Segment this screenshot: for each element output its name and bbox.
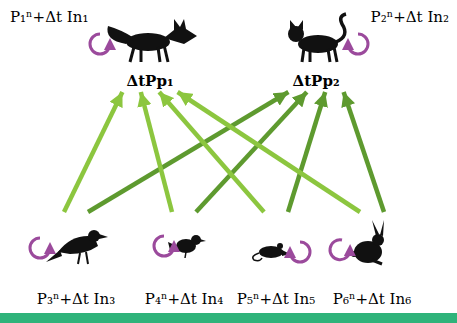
species-node: P₅ⁿ+Δt In₅ xyxy=(230,212,322,310)
predation-term: ΔtPp₂ xyxy=(293,72,340,90)
species-node: ΔtPp₂ xyxy=(270,6,362,92)
population-update: P₁ⁿ+Δt In₁ xyxy=(10,8,88,26)
fox-silhouette xyxy=(107,19,197,62)
population-update: P₆ⁿ+Δt In₆ xyxy=(333,290,411,308)
species-node: P₃ⁿ+Δt In₃ xyxy=(30,212,122,310)
feeding-arrow xyxy=(159,92,264,212)
population-update: P₅ⁿ+Δt In₅ xyxy=(237,290,315,308)
feeding-arrow xyxy=(88,92,288,212)
self-loop-arrow xyxy=(30,34,368,262)
feeding-arrow xyxy=(344,92,384,212)
mouse-silhouette xyxy=(253,243,290,261)
footer-band xyxy=(0,313,457,323)
feeding-arrow xyxy=(178,92,360,212)
species-node: P₆ⁿ+Δt In₆ xyxy=(326,212,418,310)
population-update: P₂ⁿ+Δt In₂ xyxy=(371,8,449,26)
feeding-arrow xyxy=(64,92,122,212)
population-update: P₄ⁿ+Δt In₄ xyxy=(145,290,223,308)
species-node: ΔtPp₁ xyxy=(104,6,196,92)
crow-silhouette xyxy=(46,230,108,264)
feeding-arrow xyxy=(288,92,325,212)
population-update: P₃ⁿ+Δt In₃ xyxy=(37,290,115,308)
feeding-arrow xyxy=(141,92,172,212)
predation-term: ΔtPp₁ xyxy=(127,72,174,90)
cat-silhouette xyxy=(288,14,346,62)
species-node: P₄ⁿ+Δt In₄ xyxy=(138,212,230,310)
rabbit-silhouette xyxy=(351,220,384,264)
